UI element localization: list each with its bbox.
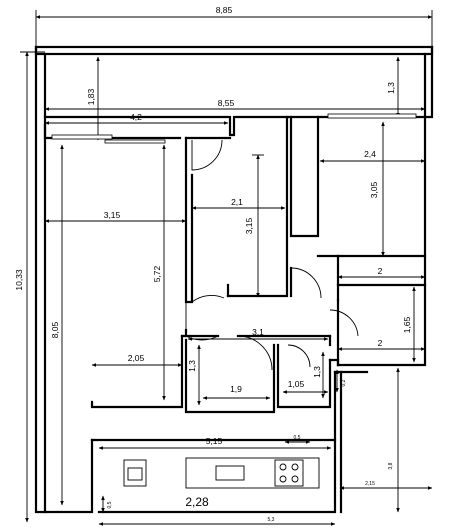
label-kitchen-small: 0,5 [294, 435, 301, 441]
label-bedroom-height: 3,05 [369, 181, 379, 198]
label-left-height: 8,05 [50, 321, 60, 338]
windows [51, 113, 417, 144]
label-bath-width: 1,9 [230, 384, 242, 394]
label-right-side: 3,8 [388, 462, 394, 469]
label-balcony-left: 4,2 [130, 112, 142, 122]
label-corridor-width: 2,1 [231, 197, 243, 207]
label-bedroom-width: 2,4 [364, 149, 376, 159]
label-living-height: 5,72 [152, 265, 162, 282]
dimension-lines [20, 10, 433, 526]
label-right-bottom: 2,15 [365, 481, 375, 487]
label-kitchen-width: 5,15 [206, 436, 223, 446]
label-upper-left-gap: 1,83 [86, 88, 96, 105]
label-small-width: 2 [378, 338, 383, 348]
label-side-small: 0,2 [341, 379, 347, 386]
label-top-width: 8,85 [216, 5, 233, 15]
label-hall-width: 3,1 [252, 327, 264, 337]
label-inner-width: 8,55 [218, 98, 235, 108]
label-bath-height: 1,3 [187, 360, 197, 372]
label-kitchen-depth: 2,28 [185, 495, 209, 509]
label-small-height: 1,65 [402, 316, 412, 333]
label-upper-right-gap: 1,3 [386, 82, 396, 94]
doors [185, 139, 359, 371]
label-living-width: 3,15 [104, 210, 121, 220]
label-left-room-width: 2,05 [128, 353, 145, 363]
label-corridor-height: 3,15 [244, 217, 254, 234]
label-total-height: 10,33 [14, 269, 24, 291]
label-bottom-small: 0,5 [107, 501, 113, 508]
label-wc-height: 1,3 [312, 366, 322, 378]
label-bottom-width: 5,3 [268, 517, 275, 523]
walls [34, 45, 434, 514]
label-closet-width: 2 [378, 266, 383, 276]
dimension-labels: 8,85 8,55 4,2 1,83 1,3 10,33 8,05 3,15 5… [14, 5, 412, 523]
label-wc-width: 1,05 [288, 379, 305, 389]
kitchen-fixtures [123, 457, 320, 489]
